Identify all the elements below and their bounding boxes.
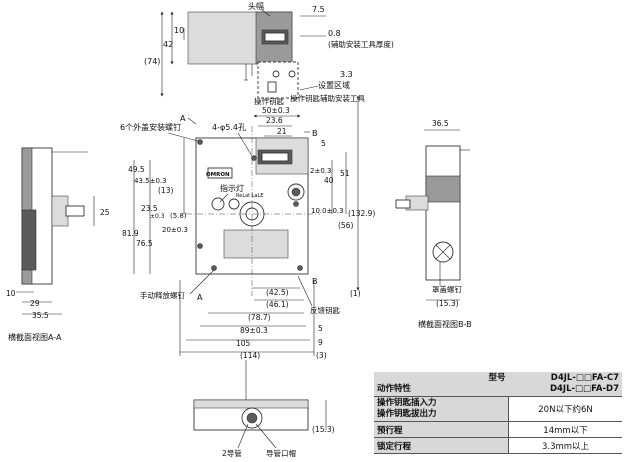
- dim-74: (74): [144, 57, 160, 66]
- dim-9: 9: [318, 338, 323, 347]
- indicator-label: 指示灯: [220, 183, 244, 193]
- section-bb-label: 横截面视图B-B: [418, 319, 472, 329]
- attribute-header: 动作特性: [377, 384, 412, 394]
- dim-35-5: 35.5: [32, 311, 49, 320]
- bottom-view: [193, 360, 309, 431]
- head-top-view: [187, 11, 299, 99]
- spec-attr-lock-stroke: 锁定行程: [374, 437, 509, 454]
- dim-81-9: 81.9: [122, 229, 139, 238]
- key-aux-tool-label: 操作钥匙辅助安装工具: [290, 93, 365, 103]
- dim-15-3-bottom: (15.3): [312, 425, 335, 434]
- omron-logo: OMRON: [206, 172, 230, 178]
- dim-78-7: (78.7): [248, 313, 271, 322]
- dim-5-right: 5: [321, 139, 326, 148]
- dim-42-5: (42.5): [266, 288, 289, 297]
- spec-row-force: 操作钥匙插入力 操作钥匙拔出力 20N以下约6N: [374, 396, 622, 422]
- spec-attr-force: 操作钥匙插入力 操作钥匙拔出力: [374, 396, 509, 422]
- model-c7: D4JL-□□FA-C7: [550, 373, 619, 383]
- dim-5-bottom: 5: [318, 324, 323, 333]
- spec-attr-remove-force: 操作钥匙拔出力: [377, 409, 437, 419]
- key-label: 操作钥匙: [254, 96, 284, 106]
- section-aa-label: 横截面视图A-A: [8, 332, 62, 342]
- dim-36-5: 36.5: [432, 119, 449, 128]
- model-d7: D4JL-□□FA-D7: [549, 384, 619, 394]
- dim-51: 51: [340, 169, 350, 178]
- section-a-a-view: [21, 147, 88, 285]
- switch-front-view: [186, 126, 320, 296]
- dim-3: (3): [316, 351, 327, 360]
- dim-25: 25: [100, 208, 110, 217]
- conduit-2-label: 2导管: [222, 448, 242, 458]
- dim-56: (56): [338, 221, 353, 230]
- spec-table-header-row: 型号 动作特性 D4JL-□□FA-C7 D4JL-□□FA-D7: [374, 372, 622, 397]
- holes-label: 4-φ5.4孔: [212, 123, 246, 132]
- dim-29: 29: [30, 299, 40, 308]
- spec-value-lock-stroke: 3.3mm以上: [508, 437, 622, 454]
- dim-5-8: (5.8): [170, 212, 187, 220]
- nameplate: ReLat LaLE: [236, 193, 264, 199]
- install-area-label: 设置区域: [318, 80, 350, 90]
- dim-23-6: 23.6: [266, 116, 283, 125]
- dim-40: 40: [324, 176, 334, 185]
- attribute-header-cell: 型号 动作特性: [374, 372, 509, 397]
- dim-15-3-bb: (15.3): [436, 299, 459, 308]
- dim-10-aa: 10: [6, 289, 16, 298]
- dim-3-3: 3.3: [340, 70, 353, 79]
- dim-0-8: 0.8: [328, 29, 341, 38]
- spec-attr-insert-force: 操作钥匙插入力: [377, 398, 437, 408]
- marker-b-top: B: [312, 129, 318, 138]
- spec-table: 型号 动作特性 D4JL-□□FA-C7 D4JL-□□FA-D7 操作钥匙插入…: [374, 372, 622, 454]
- dim-2-right: 2±0.3: [310, 167, 331, 175]
- dim-pm03: ±0.3: [150, 213, 165, 220]
- manual-release-label: 手动释放螺钉: [140, 290, 185, 300]
- dim-50: 50±0.3: [262, 106, 290, 115]
- dim-10-right: 10.0±0.3: [311, 207, 344, 215]
- section-b-b-view: [395, 145, 470, 281]
- spec-attr-pretravel: 预行程: [374, 421, 509, 438]
- dim-114: (114): [240, 351, 260, 360]
- dim-49-5: 49.5: [128, 165, 145, 174]
- aux-thickness-label: (辅助安装工具厚度): [328, 39, 394, 49]
- marker-b-bottom: B: [312, 277, 318, 286]
- dim-21: 21: [277, 127, 287, 136]
- marker-a-top: A: [180, 114, 186, 123]
- marker-a-bottom: A: [197, 293, 203, 302]
- dim-105: 105: [236, 339, 251, 348]
- dim-46-1: (46.1): [266, 300, 289, 309]
- dim-89: 89±0.3: [240, 326, 268, 335]
- dim-13: (13): [158, 186, 173, 195]
- reflect-key-label: 反馈钥匙: [310, 305, 340, 315]
- conduit-port-label: 导管口帽: [266, 448, 296, 458]
- model-header: 型号: [488, 373, 506, 383]
- dim-23-5: 23.5: [141, 204, 158, 213]
- dim-76-5: 76.5: [136, 239, 153, 248]
- dim-132-9: (132.9): [348, 209, 375, 218]
- dim-7-5: 7.5: [312, 5, 325, 14]
- cover-screws-label: 6个外盖安装螺钉: [120, 122, 181, 132]
- model-cell: D4JL-□□FA-C7 D4JL-□□FA-D7: [508, 372, 622, 397]
- head-label: 头幅: [248, 1, 264, 11]
- dim-42: 42: [163, 40, 173, 49]
- spec-value-force: 20N以下约6N: [508, 396, 622, 422]
- cover-screw-label: 罩盖螺钉: [432, 284, 462, 294]
- spec-row-lock-stroke: 锁定行程 3.3mm以上: [374, 437, 622, 454]
- dim-20: 20±0.3: [162, 226, 188, 234]
- spec-value-pretravel: 14mm以下: [508, 421, 622, 438]
- dim-1: (1): [350, 289, 361, 298]
- dim-10-top: 10: [174, 26, 184, 35]
- spec-row-pretravel: 预行程 14mm以下: [374, 421, 622, 438]
